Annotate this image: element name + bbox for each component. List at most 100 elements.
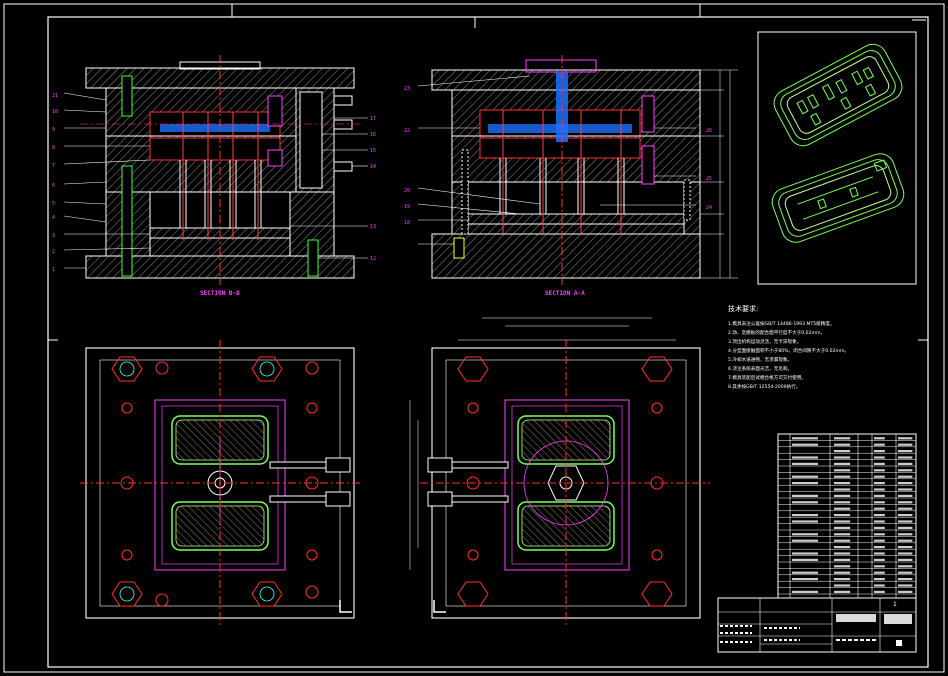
part-callout-number: 19 [404, 204, 410, 210]
parts-table-cell-mark [834, 437, 851, 440]
tech-requirement-line: 1.模具未注公差按GB/T 14486-1993 MT5级精度。 [728, 320, 835, 327]
part-callout-number: 26 [706, 128, 712, 134]
parts-table-cell-mark [792, 558, 818, 561]
parts-table-cell-mark [834, 443, 851, 446]
parts-table-cell-mark [792, 514, 818, 517]
parts-table-cell-mark [792, 456, 818, 459]
parts-table-cell-mark [792, 482, 818, 485]
parts-table-cell-mark [874, 552, 885, 555]
part-callout-number: 21 [52, 93, 58, 99]
parts-table-cell-mark [834, 578, 851, 581]
tech-requirement-line: 4.分型面接触面积不小于80%，闭合间隙不大于0.02mm。 [728, 347, 849, 354]
part-callout-number: 25 [706, 176, 712, 182]
parts-table-cell-mark [792, 590, 818, 593]
parts-table-cell-mark [834, 546, 851, 549]
parts-table-cell-mark [898, 443, 913, 446]
parts-table-cell-mark [834, 571, 851, 574]
parts-table-cell-mark [898, 552, 913, 555]
part-callout-number: 2 [52, 249, 55, 255]
parts-table-cell-mark [874, 507, 885, 510]
parts-table-cell-mark [834, 501, 851, 504]
parts-table-cell-mark [898, 533, 913, 536]
parts-table-cell-mark [898, 558, 913, 561]
parts-table-cell-mark [898, 501, 913, 504]
parts-table-cell-mark [792, 443, 818, 446]
part-callout-number: 4 [52, 215, 55, 221]
parts-table-cell-mark [834, 456, 851, 459]
parts-table-cell-mark [874, 590, 885, 593]
section-a-a-title: SECTION A-A [545, 290, 585, 297]
parts-table-cell-mark [792, 533, 818, 536]
parts-table-cell-mark [792, 494, 818, 497]
parts-table-cell-mark [874, 558, 885, 561]
parts-table-cell-mark [834, 450, 851, 453]
parts-table-cell-mark [834, 462, 851, 465]
part-callout-number: 10 [52, 109, 58, 115]
parts-table-cell-mark [874, 526, 885, 529]
part-callout-number: 5 [52, 201, 55, 207]
parts-table-cell-mark [874, 546, 885, 549]
parts-table-cell-mark [898, 482, 913, 485]
parts-table-cell-mark [874, 462, 885, 465]
parts-table-cell-mark [834, 475, 851, 478]
parts-table-cell-mark [898, 539, 913, 542]
part-callout-number: 24 [706, 205, 712, 211]
part-callout-number: 20 [404, 188, 410, 194]
product-3d-views [757, 31, 917, 285]
part-callout-number: 14 [370, 164, 376, 170]
part-callout-number: 16 [370, 132, 376, 138]
plan-view-left [80, 340, 360, 625]
tech-requirement-line: 7.模具装配后试模合格方可交付使用。 [728, 374, 806, 381]
parts-table-cell-mark [834, 539, 851, 542]
plan-view-right [409, 317, 710, 625]
parts-table-cell-mark [792, 571, 818, 574]
parts-table-cell-mark [874, 475, 885, 478]
section-b-b-view [63, 55, 368, 285]
part-callout-number: 13 [370, 224, 376, 230]
right-right-part-callouts: 26 25 24 [706, 128, 712, 211]
parts-table-cell-mark [898, 590, 913, 593]
parts-table-cell-mark [834, 507, 851, 510]
parts-table-cell-mark [834, 565, 851, 568]
parts-table-cell-mark [874, 533, 885, 536]
parts-table-cell-mark [874, 469, 885, 472]
parts-table-cell-mark [874, 539, 885, 542]
parts-table-cell-mark [898, 571, 913, 574]
tech-requirement-line: 2.动、定模板的配合面平行度不大于0.02mm。 [728, 329, 825, 336]
parts-table-cell-mark [898, 514, 913, 517]
parts-table-cell-mark [834, 558, 851, 561]
parts-table-cell-mark [874, 488, 885, 491]
parts-table-cell-mark [834, 469, 851, 472]
part-callout-number: 3 [52, 233, 55, 239]
tech-requirements-heading: 技术要求: [728, 304, 758, 313]
parts-table-cell-mark [898, 488, 913, 491]
parts-table-cell-mark [874, 520, 885, 523]
parts-table-cell-mark [834, 584, 851, 587]
parts-list-table [777, 433, 917, 599]
parts-table-cell-mark [834, 488, 851, 491]
parts-table-cell-mark [898, 437, 913, 440]
parts-table-cell-mark [792, 462, 818, 465]
parts-table-cell-mark [874, 456, 885, 459]
sheet-number: 1 [893, 601, 897, 608]
parts-table-cell-mark [834, 533, 851, 536]
parts-table-cell-mark [898, 450, 913, 453]
tech-requirement-line: 8.其余按GB/T 12554-2006执行。 [728, 383, 800, 390]
parts-table-cell-mark [874, 443, 885, 446]
tech-requirement-line: 3.顶出机构运动灵活，无卡滞现象。 [728, 338, 801, 345]
parts-table-cell-mark [874, 501, 885, 504]
parts-table-cell-mark [874, 584, 885, 587]
section-b-b-title: SECTION B-B [200, 290, 240, 297]
parts-table-cell-mark [834, 526, 851, 529]
part-callout-number: 6 [52, 183, 55, 189]
parts-table-cell-mark [898, 475, 913, 478]
parts-table-cell-mark [898, 526, 913, 529]
parts-table-cell-mark [834, 590, 851, 593]
parts-table-cell-mark [834, 514, 851, 517]
section-a-a-view [417, 55, 738, 285]
parts-table-cell-mark [834, 552, 851, 555]
part-callout-number: 15 [370, 148, 376, 154]
